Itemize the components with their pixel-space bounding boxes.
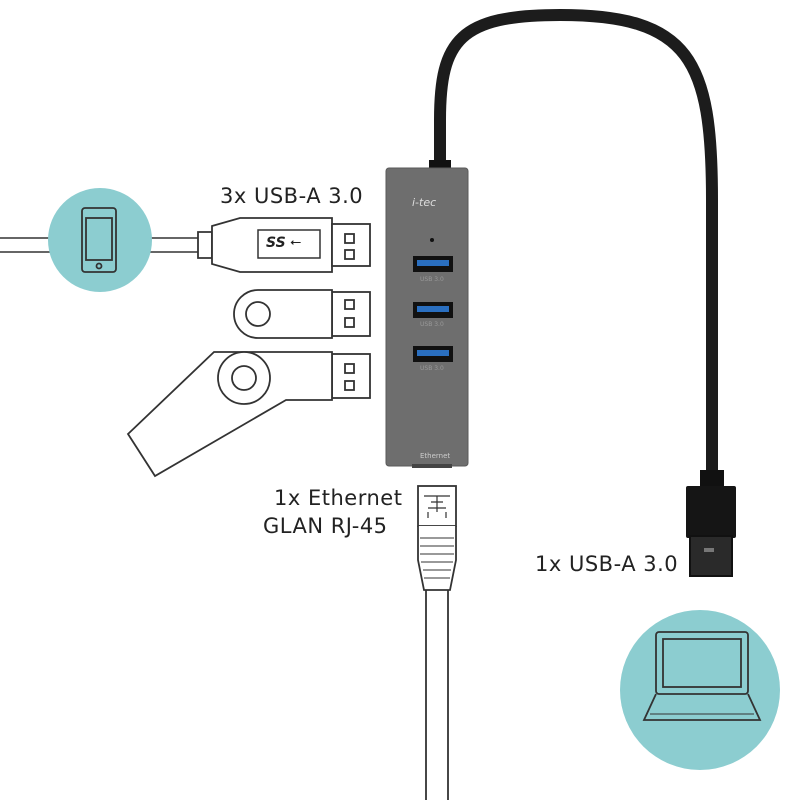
ethernet-plug xyxy=(417,485,457,800)
usb-cable-plug xyxy=(197,217,371,273)
host-usb-label: 1x USB-A 3.0 xyxy=(535,552,679,576)
flash-drive-2 xyxy=(126,351,371,478)
usb-port-3 xyxy=(413,346,453,362)
ethernet-label-line2: GLAN RJ-45 xyxy=(263,514,388,538)
hub-brand-logo: i-tec xyxy=(412,196,437,209)
usb-ports-label: 3x USB-A 3.0 xyxy=(220,184,364,208)
hub-ethernet-label: Ethernet xyxy=(420,452,451,460)
host-usb-plug xyxy=(686,470,736,577)
usb-port-3-label: USB 3.0 xyxy=(420,365,444,372)
phone-icon xyxy=(81,207,117,273)
phone-circle xyxy=(48,188,152,292)
usb-port-1 xyxy=(413,256,453,272)
usb-port-2-label: USB 3.0 xyxy=(420,321,444,328)
laptop-icon xyxy=(642,631,762,721)
flash-drive-1 xyxy=(233,289,371,339)
usb-port-2 xyxy=(413,302,453,318)
led-indicator xyxy=(430,238,434,242)
superspeed-trident-icon: ⭠ xyxy=(290,234,302,250)
ethernet-label-line1: 1x Ethernet xyxy=(274,486,403,510)
usb-port-1-label: USB 3.0 xyxy=(420,276,444,283)
host-cable xyxy=(434,8,718,494)
ethernet-port-edge xyxy=(412,464,452,468)
superspeed-logo: SS xyxy=(266,235,286,251)
laptop-circle xyxy=(620,610,780,770)
